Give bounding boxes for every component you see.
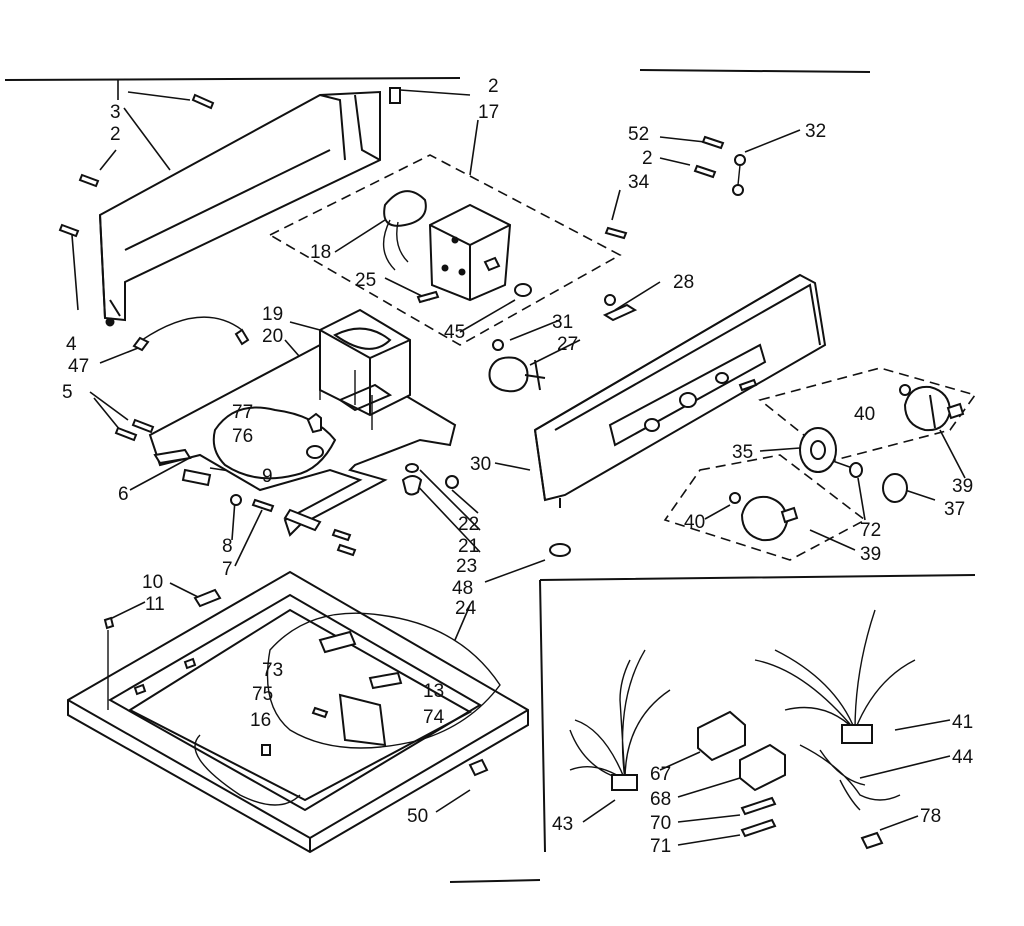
label-73: 73: [262, 660, 283, 681]
label-52: 52: [628, 124, 649, 145]
label-44: 44: [952, 747, 974, 768]
label-74: 74: [423, 707, 445, 728]
wire-harness-43: [569, 649, 671, 791]
harness-box: [539, 574, 976, 853]
label-18: 18: [310, 242, 331, 263]
label-72: 72: [860, 520, 881, 541]
label-70: 70: [650, 813, 671, 834]
center-fittings: [230, 463, 571, 557]
control-panel: [533, 273, 827, 508]
harness-44: [799, 744, 901, 811]
label-78: 78: [920, 806, 941, 827]
label-11: 11: [145, 594, 165, 615]
label-20: 20: [262, 326, 283, 347]
washer-top: [67, 570, 529, 854]
bottom-border: [449, 879, 541, 883]
label-10: 10: [142, 572, 163, 593]
label-23: 23: [456, 556, 477, 577]
label-40a: 40: [854, 404, 875, 425]
label-39b: 39: [860, 544, 881, 565]
label-48: 48: [452, 578, 473, 599]
label-25: 25: [355, 270, 376, 291]
dial-and-cap: [799, 427, 908, 503]
label-6: 6: [118, 484, 129, 505]
label-75: 75: [252, 684, 273, 705]
label-43: 43: [552, 814, 573, 835]
screw-group-top-left: [58, 87, 401, 238]
label-34: 34: [628, 172, 650, 193]
label-21: 21: [458, 536, 479, 557]
label-71: 71: [650, 836, 671, 857]
label-67: 67: [650, 764, 671, 785]
label-8: 8: [222, 536, 233, 557]
label-17: 17: [478, 102, 499, 123]
knob-assembly-left: [663, 454, 867, 561]
label-5: 5: [62, 382, 73, 403]
label-27: 27: [557, 334, 578, 355]
label-35: 35: [732, 442, 753, 463]
switch-parts: [488, 294, 638, 393]
label-13: 13: [423, 681, 444, 702]
label-30: 30: [470, 454, 491, 475]
label-68: 68: [650, 789, 671, 810]
screws-top-right: [604, 135, 746, 240]
label-19: 19: [262, 304, 283, 325]
label-2c: 2: [642, 148, 653, 169]
wire-harness-41: [754, 609, 916, 744]
label-37: 37: [944, 499, 965, 520]
label-2a: 2: [488, 76, 499, 97]
label-9: 9: [262, 466, 273, 487]
part-labels: 2 3 2 17 52 32 2 34 18 25 45 28 4 47 19 …: [62, 76, 974, 857]
label-47: 47: [68, 356, 89, 377]
label-39a: 39: [952, 476, 973, 497]
label-31: 31: [552, 312, 573, 333]
label-3: 3: [110, 102, 121, 123]
label-45: 45: [444, 322, 465, 343]
label-22: 22: [458, 514, 479, 535]
label-24: 24: [455, 598, 477, 619]
label-4: 4: [66, 334, 77, 355]
timer-assembly: [268, 154, 622, 346]
label-7: 7: [222, 559, 233, 580]
label-2b: 2: [110, 124, 121, 145]
top-border: [4, 69, 871, 81]
label-76: 76: [232, 426, 253, 447]
label-40b: 40: [684, 512, 705, 533]
label-16: 16: [250, 710, 271, 731]
label-32: 32: [805, 121, 826, 142]
label-77: 77: [232, 402, 253, 423]
label-50: 50: [407, 806, 428, 827]
label-28: 28: [673, 272, 694, 293]
mounting-plate: [148, 308, 457, 537]
console-bracket: [98, 90, 381, 327]
connectors: [697, 710, 884, 850]
label-41: 41: [952, 712, 973, 733]
left-small-parts: [114, 316, 250, 487]
